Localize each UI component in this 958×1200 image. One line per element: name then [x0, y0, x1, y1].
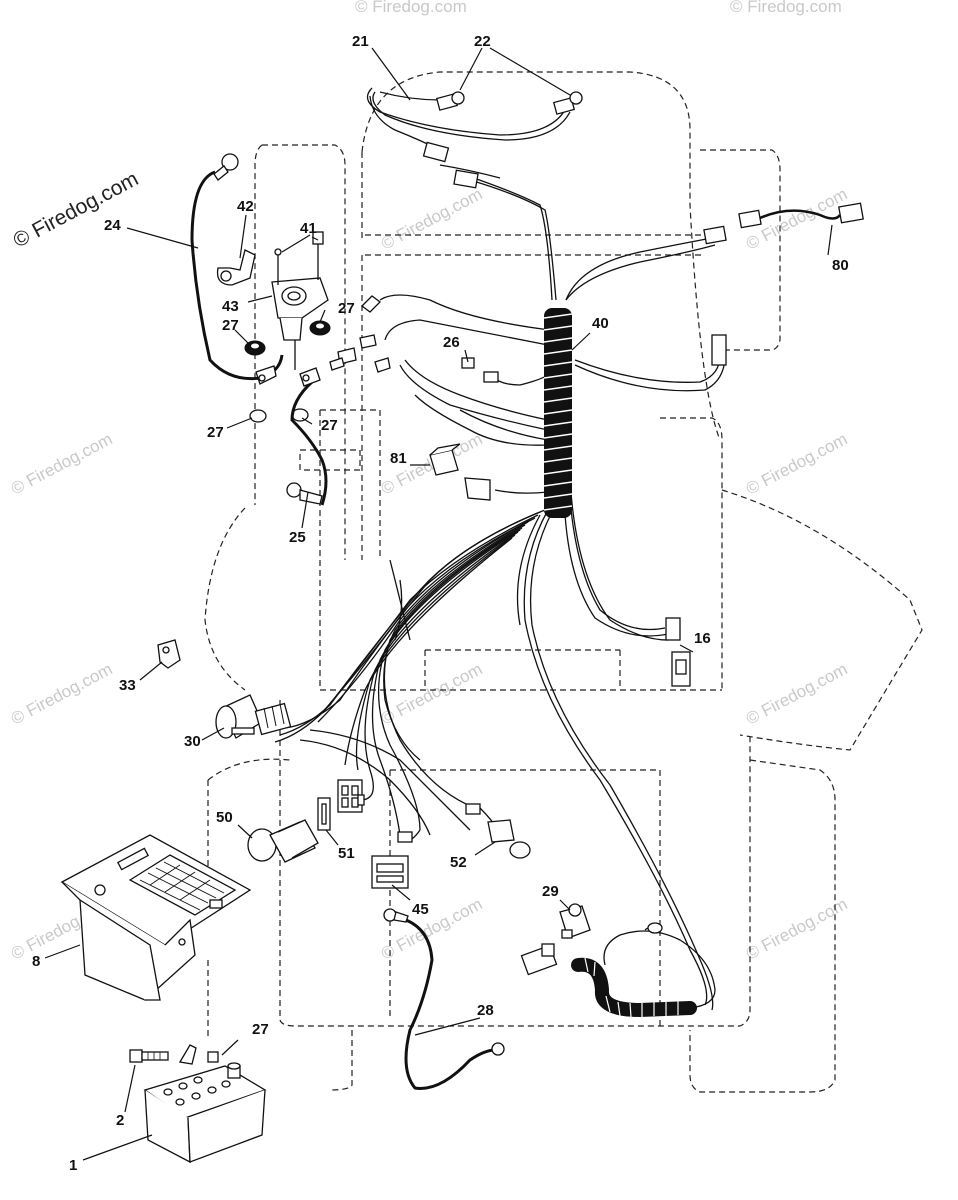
battery-tray-8: [60, 834, 252, 1001]
starter-solenoid-43: [271, 231, 329, 370]
watermark: © Firedog.com: [378, 659, 486, 728]
lower-wire-coil: [571, 922, 716, 1018]
connector-parts: [329, 295, 391, 373]
callout-27: 27: [222, 317, 239, 334]
battery-cable-24: [190, 153, 284, 385]
watermark: © Firedog.com: [730, 0, 842, 16]
watermark: © Firedog.com: [355, 0, 467, 16]
relay-81: [429, 443, 491, 501]
chassis-outline: [204, 71, 923, 1093]
callout-1: 1: [69, 1157, 77, 1174]
callout-30: 30: [184, 733, 201, 750]
callout-33: 33: [119, 677, 136, 694]
callout-29: 29: [542, 883, 559, 900]
callout-21: 21: [352, 33, 369, 50]
callout-51: 51: [338, 845, 355, 862]
connector-16: [665, 617, 691, 687]
callout-45: 45: [412, 901, 429, 918]
callout-2: 2: [116, 1112, 124, 1129]
callout-24: 24: [104, 217, 121, 234]
connector-block: [337, 779, 363, 813]
harness-80: [703, 202, 864, 245]
switch-51: [317, 797, 331, 831]
watermark: © Firedog.com: [8, 429, 116, 498]
nut-27: [244, 320, 331, 423]
watermark: © Firedog.com: [743, 659, 851, 728]
watermark: © Firedog.com: [378, 184, 486, 253]
callout-25: 25: [289, 529, 306, 546]
callout-28: 28: [477, 1002, 494, 1019]
bulb-22: [435, 91, 583, 115]
ground-cable-28: [383, 908, 505, 1090]
small-connectors: [357, 794, 481, 843]
callout-80: 80: [832, 257, 849, 274]
callout-43: 43: [222, 298, 239, 315]
callout-8: 8: [32, 953, 40, 970]
switch-50: [247, 819, 319, 863]
callout-27: 27: [338, 300, 355, 317]
leader-lines: [44, 47, 833, 1161]
hour-meter-45: [371, 855, 409, 889]
callout-50: 50: [216, 809, 233, 826]
switch-29: [520, 903, 591, 976]
battery-1: [143, 1062, 267, 1164]
callout-labels: 1 2 8 16 21 22 24 25 26 27 27 27 27 27 2…: [32, 33, 849, 1174]
right-connector: [711, 334, 727, 366]
callout-41: 41: [300, 220, 317, 237]
headlight-harness-21: [366, 87, 571, 189]
watermark: © Firedog.com: [8, 659, 116, 728]
callout-52: 52: [450, 854, 467, 871]
lamp-52: [487, 819, 531, 859]
callout-26: 26: [443, 334, 460, 351]
callout-27: 27: [207, 424, 224, 441]
ground-cable-25: [286, 367, 328, 506]
callout-16: 16: [694, 630, 711, 647]
wire-loom-coil: [543, 308, 573, 518]
watermark-main: © Firedog.com: [10, 167, 143, 252]
key-33: [157, 639, 181, 669]
callout-27: 27: [321, 417, 338, 434]
wiring-harness-40: [274, 164, 726, 1011]
fuse-26: [461, 357, 499, 383]
callout-81: 81: [390, 450, 407, 467]
callout-42: 42: [237, 198, 254, 215]
cable-42: [216, 249, 256, 286]
callout-22: 22: [474, 33, 491, 50]
bolt-2: [129, 1044, 219, 1065]
watermark: © Firedog.com: [743, 429, 851, 498]
watermark: © Firedog.com: [743, 894, 851, 963]
callout-40: 40: [592, 315, 609, 332]
callout-27: 27: [252, 1021, 269, 1038]
